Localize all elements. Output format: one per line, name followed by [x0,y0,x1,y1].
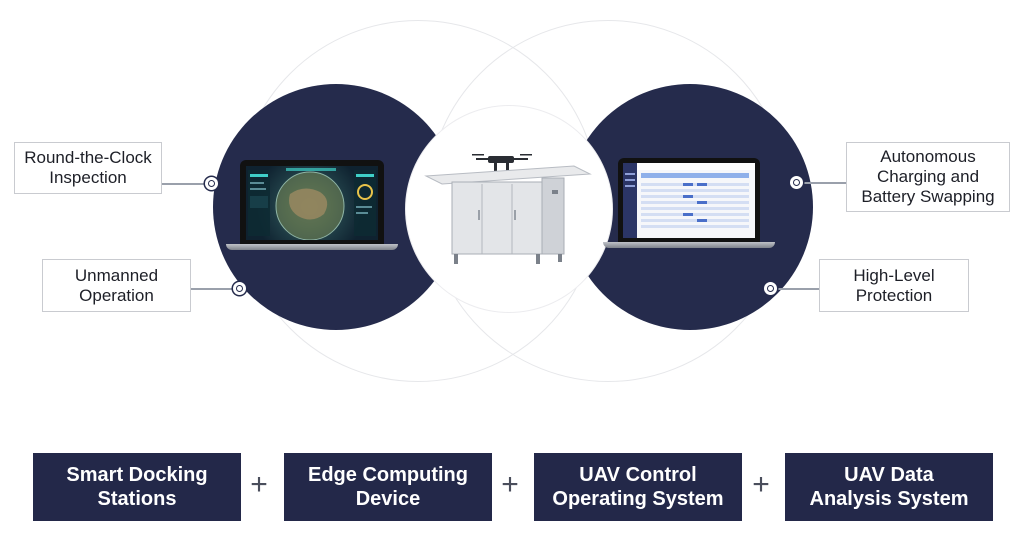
plus-sign-1: + [250,468,268,501]
feature-autonomous: Autonomous Charging and Battery Swapping [846,142,1010,212]
product-uav-control: UAV Control Operating System [534,453,742,521]
feature-unmanned: Unmanned Operation [42,259,191,312]
connector-autonomous [797,182,847,184]
product-smart-docking: Smart Docking Stations [33,453,241,521]
docking-station-with-drone-icon [424,150,592,268]
connector-unmanned [190,288,238,290]
product-uav-data: UAV Data Analysis System [785,453,993,521]
connector-dot-protection [764,282,777,295]
connector-round-the-clock [161,183,211,185]
connector-dot-autonomous [790,176,803,189]
connector-dot-unmanned [233,282,246,295]
connector-dot-round-the-clock [205,177,218,190]
connector-protection [771,288,821,290]
product-edge-computing: Edge Computing Device [284,453,492,521]
satellite-earth-dashboard-icon [246,166,378,240]
plus-sign-3: + [752,468,770,501]
feature-round-the-clock: Round-the-Clock Inspection [14,142,162,194]
feature-protection: High-Level Protection [819,259,969,312]
plus-sign-2: + [501,468,519,501]
uav-management-table-icon [623,163,755,238]
